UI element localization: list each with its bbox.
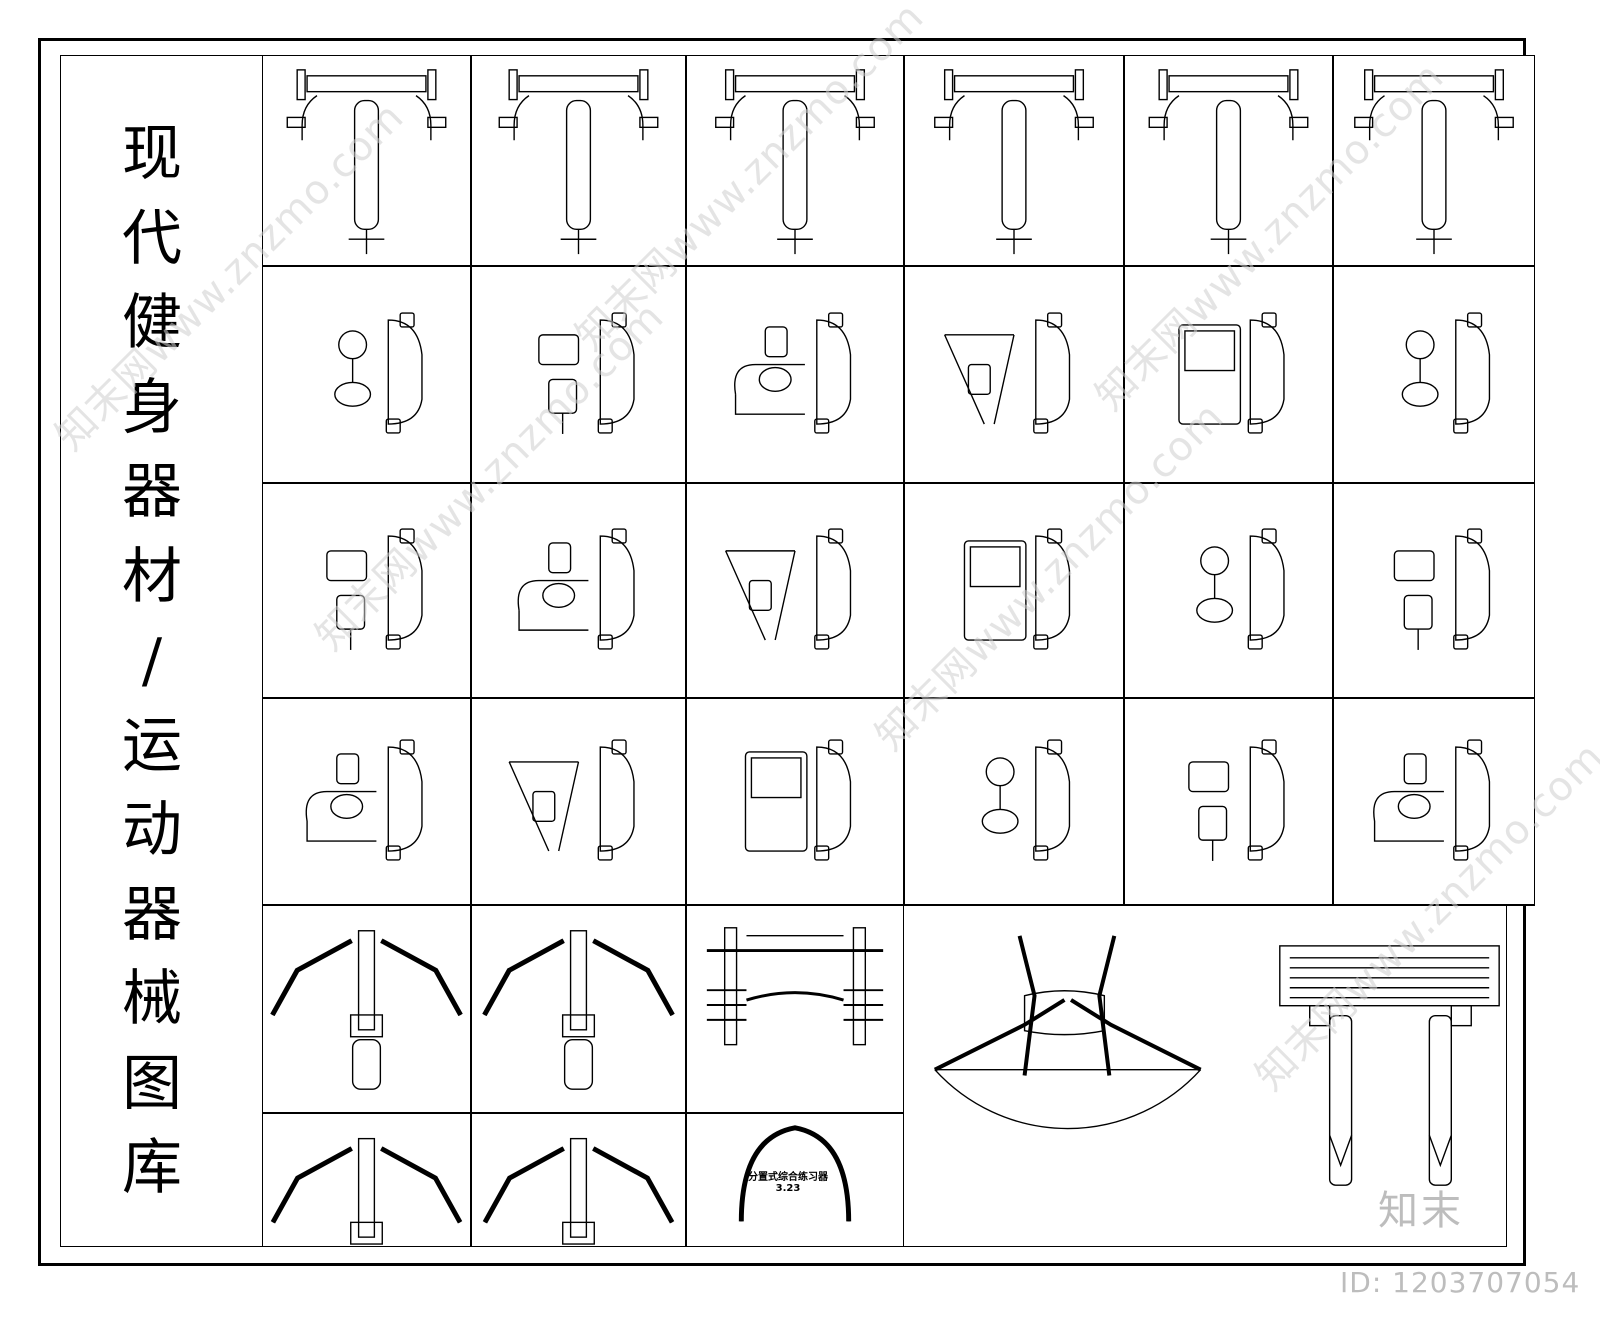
- equipment-drawing: [270, 1137, 463, 1245]
- equipment-drawing: [738, 1125, 852, 1222]
- equipment-cell: [1124, 266, 1333, 483]
- equipment-drawing: [305, 739, 423, 861]
- equipment-drawing: [963, 528, 1071, 650]
- equipment-drawing: [744, 739, 852, 861]
- title-char: 运: [122, 710, 182, 781]
- equipment-cell: [686, 905, 904, 1113]
- equipment-drawing: [508, 739, 635, 861]
- equipment-drawing: [1178, 312, 1285, 434]
- equipment-cell: [686, 483, 904, 698]
- equipment-drawing: [482, 1137, 675, 1245]
- equipment-drawing: [538, 312, 635, 434]
- equipment-label-name: 分置式综合练习器: [748, 1172, 828, 1183]
- equipment-cell: [262, 266, 471, 483]
- equipment-cell: [904, 483, 1124, 698]
- equipment-cell: [1333, 266, 1535, 483]
- equipment-cell: [686, 1113, 904, 1247]
- equipment-drawing: [944, 312, 1071, 434]
- title-char: 动: [122, 795, 182, 865]
- equipment-cell: [686, 266, 904, 483]
- equipment-drawing: [706, 927, 884, 1046]
- equipment-drawing: [934, 69, 1094, 255]
- equipment-cell: [1333, 698, 1535, 905]
- equipment-drawing: [482, 930, 675, 1090]
- title-char: 械: [122, 964, 182, 1034]
- equipment-drawing: [933, 935, 1500, 1186]
- equipment-drawing: [1354, 69, 1514, 255]
- equipment-drawing: [270, 930, 463, 1090]
- equipment-cell: [471, 905, 686, 1113]
- title-char: 器: [122, 879, 182, 950]
- title-char: 身: [122, 372, 182, 443]
- equipment-drawing: [1393, 528, 1491, 650]
- equipment-drawing: [1373, 739, 1491, 861]
- equipment-cell: [262, 55, 471, 266]
- title-char: 库: [122, 1133, 182, 1203]
- equipment-cell: [904, 698, 1124, 905]
- equipment-cell: [262, 698, 471, 905]
- equipment-label: 分置式综合练习器 3.23: [738, 1168, 838, 1194]
- equipment-drawing: [734, 312, 852, 434]
- watermark-id: ID: 1203707054: [1340, 1266, 1581, 1299]
- equipment-drawing: [981, 739, 1071, 861]
- equipment-cell: [1333, 55, 1535, 266]
- equipment-drawing: [334, 312, 423, 434]
- equipment-cell: [1124, 483, 1333, 698]
- equipment-cell: [1124, 55, 1333, 266]
- equipment-label-code: 3.23: [775, 1183, 801, 1194]
- sheet-title: 现 代 健 身 器 材 / 运 动 器 械 图 库: [112, 112, 192, 1212]
- equipment-drawing: [1401, 312, 1491, 434]
- equipment-drawing: [1196, 528, 1285, 650]
- title-char: /: [141, 626, 163, 696]
- title-char: 材: [122, 541, 182, 612]
- equipment-cell: [904, 905, 1535, 1247]
- equipment-cell: [1124, 698, 1333, 905]
- title-char: 健: [122, 288, 182, 358]
- equipment-cell: [1333, 483, 1535, 698]
- equipment-drawing: [1188, 739, 1285, 861]
- equipment-cell: [471, 483, 686, 698]
- equipment-cell: [262, 1113, 471, 1247]
- equipment-cell: [904, 55, 1124, 266]
- title-char: 图: [122, 1048, 182, 1119]
- equipment-cell: [904, 266, 1124, 483]
- equipment-cell: [686, 55, 904, 266]
- equipment-cell: [471, 1113, 686, 1247]
- title-char: 器: [122, 457, 182, 527]
- equipment-drawing: [517, 528, 635, 650]
- equipment-drawing: [286, 69, 447, 255]
- equipment-cell: [262, 905, 471, 1113]
- title-char: 现: [122, 119, 182, 189]
- equipment-drawing: [1148, 69, 1309, 255]
- watermark-logo: 知末: [1378, 1188, 1464, 1234]
- equipment-cell: [471, 266, 686, 483]
- equipment-drawing: [725, 528, 852, 650]
- equipment-drawing: [715, 69, 875, 255]
- equipment-cell: [471, 698, 686, 905]
- equipment-cell: [686, 698, 904, 905]
- equipment-drawing: [326, 528, 423, 650]
- equipment-cell: [471, 55, 686, 266]
- title-char: 代: [122, 203, 182, 274]
- equipment-drawing: [498, 69, 659, 255]
- equipment-cell: [262, 483, 471, 698]
